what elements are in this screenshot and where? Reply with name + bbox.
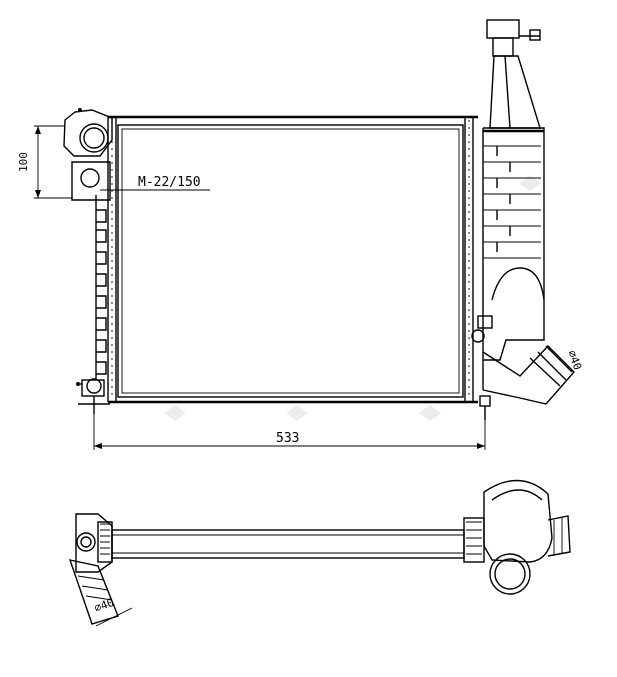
height-dimension <box>34 125 72 199</box>
width-dimension-label: 533 <box>276 431 299 446</box>
radiator-front-view: ⌀40 100 M-22/150 533 <box>17 19 584 450</box>
inlet-diameter-label: ⌀40 <box>93 596 116 615</box>
watermark-marks <box>164 175 541 421</box>
height-dimension-label: 100 <box>17 152 30 172</box>
top-view-bar <box>111 529 465 559</box>
width-dimension <box>93 414 486 450</box>
outlet-diameter-label: ⌀40 <box>565 349 584 372</box>
radiator-top-view <box>68 479 571 627</box>
left-tank <box>63 108 117 414</box>
right-tank <box>464 19 575 420</box>
thread-spec-label: M-22/150 <box>138 175 201 190</box>
radiator-core <box>117 124 464 398</box>
